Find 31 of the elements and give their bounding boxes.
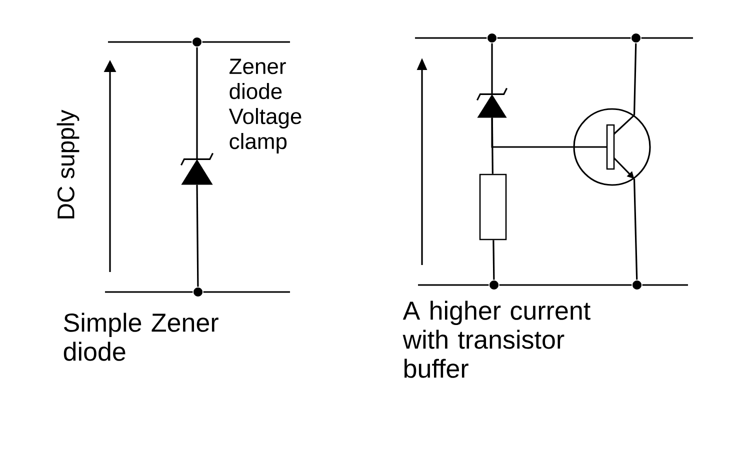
- wire: [105, 291, 193, 293]
- wire: [492, 240, 495, 280]
- resistor-symbol: [479, 174, 507, 240]
- component-label: Zener diode Voltage clamp: [228, 58, 302, 154]
- wire: [415, 37, 487, 39]
- voltage-label: DC supply: [56, 110, 80, 218]
- wire: [491, 43, 493, 94]
- wire: [633, 178, 638, 280]
- wire: [196, 184, 199, 287]
- junction-dot: [192, 38, 202, 46]
- wire: [202, 41, 290, 43]
- wire: [491, 118, 574, 148]
- wire: [497, 37, 631, 39]
- wire: [203, 291, 290, 293]
- junction-dot: [194, 288, 202, 296]
- wire: [641, 37, 693, 39]
- wire: [108, 41, 192, 43]
- zener-diode-symbol: [476, 88, 508, 118]
- caption: A higher current with transistor buffer: [402, 300, 590, 378]
- transistor-symbol: [573, 108, 651, 186]
- junction-dot: [632, 280, 642, 290]
- wire: [418, 284, 489, 286]
- junction-dot: [490, 280, 498, 290]
- wire: [196, 47, 198, 160]
- wire: [633, 43, 637, 116]
- wire: [642, 284, 688, 286]
- wire: [499, 284, 632, 286]
- zener-diode-symbol: [180, 152, 214, 185]
- caption: Simple Zener diode: [64, 312, 218, 361]
- junction-dot: [488, 34, 496, 42]
- junction-dot: [632, 34, 640, 42]
